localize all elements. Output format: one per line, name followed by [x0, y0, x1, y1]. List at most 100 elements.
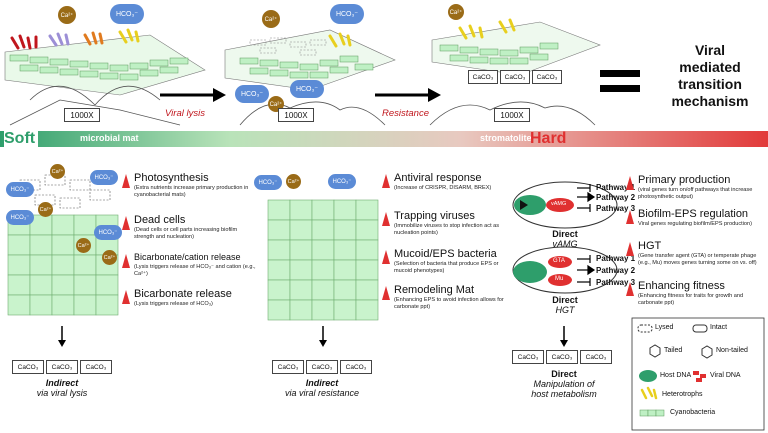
equals-sign: [600, 70, 640, 92]
item-title: Mucoid/EPS bacteria: [394, 248, 497, 260]
panel1-caption: Indirect via viral lysis: [2, 378, 122, 398]
non-tailed-legend-icon: [701, 345, 713, 359]
hco3-cloud-p1b: HCO₃⁻: [90, 170, 118, 185]
pathway-2-label: Pathway 2: [596, 266, 636, 275]
lysed-legend-icon: [637, 324, 653, 333]
item-title: Photosynthesis: [134, 172, 209, 184]
caption-bold: Direct: [551, 369, 577, 379]
item-title: Antiviral response: [394, 172, 482, 184]
caco3-top-2: CaCO₃: [500, 70, 530, 84]
item-title: Remodeling Mat: [394, 284, 475, 296]
hco3-cloud-4: HCO₃⁻: [290, 80, 324, 98]
intact-legend-icon: [692, 324, 708, 333]
ca-ion-p2a: Ca²⁺: [286, 174, 301, 189]
vamg-label: vAMG: [551, 201, 567, 207]
mechanism-title: Viral mediated transition mechanism: [660, 42, 760, 110]
increase-arrow-icon: [382, 174, 390, 188]
increase-arrow-icon: [626, 282, 634, 296]
item-title: Dead cells: [134, 214, 186, 226]
magnification-label-1: 1000X: [64, 108, 100, 122]
caco3-p2-3: CaCO₃: [340, 360, 372, 374]
hco3-cloud-p2a: HCO₃⁻: [254, 175, 282, 190]
caco3-p3-3: CaCO₃: [580, 350, 612, 364]
legend-viral-dna: Viral DNA: [710, 372, 741, 379]
hco3-cloud-1: HCO₃⁻: [110, 4, 144, 24]
panel1-mat: [7, 214, 119, 316]
hco3-cloud-p1c: HCO₃⁻: [6, 210, 34, 225]
item-title: Trapping viruses: [394, 210, 475, 222]
item-desc: (viral genes turn on/off pathways that i…: [638, 187, 753, 200]
hco3-cloud-2: HCO₃⁻: [330, 4, 364, 24]
pathway-3-label: Pathway 3: [596, 278, 636, 287]
soft-label: Soft: [4, 130, 39, 148]
item-desc: (Selection of bacteria that produce EPS …: [394, 261, 499, 274]
caption-sub: host metabolism: [531, 389, 597, 399]
hco3-cloud-p1a: HCO₃⁻: [6, 182, 34, 197]
hco3-cloud-3: HCO₃⁻: [235, 85, 269, 103]
mechanism-title-line: mediated: [679, 59, 741, 75]
caco3-top-3: CaCO₃: [532, 70, 562, 84]
ca-ion-1: Ca²⁺: [58, 6, 76, 24]
increase-arrow-icon: [382, 250, 390, 264]
arrow-label-viral-lysis: Viral lysis: [165, 108, 205, 119]
microbial-mat-label: microbial mat: [80, 133, 139, 143]
item-desc: (Enhancing EPS to avoid infection allows…: [394, 297, 504, 310]
stage3-mat: [429, 18, 601, 126]
panel3-caption: Direct Manipulation of host metabolism: [500, 369, 628, 399]
down-arrow-2: [319, 326, 327, 347]
item-desc: (Dead cells or cell parts increasing bio…: [134, 227, 238, 240]
caption-sub: via viral resistance: [284, 388, 360, 398]
item-title: Primary production: [638, 174, 731, 186]
increase-arrow-icon: [122, 174, 130, 188]
arrow-label-resistance: Resistance: [382, 108, 429, 119]
hco3-cloud-p1d: HCO₃⁻: [94, 225, 122, 240]
mu-label: Mu: [555, 276, 564, 282]
legend-host-dna: Host DNA: [660, 372, 692, 379]
ca-ion-4: Ca²⁺: [448, 4, 464, 20]
heterotrophs-legend-icon: [640, 386, 658, 400]
pathway-2-label: Pathway 2: [596, 193, 636, 202]
viral-dna-legend-icon: [693, 371, 706, 382]
pathway-markers: [577, 184, 596, 286]
pathway-1-label: Pathway 1: [596, 254, 636, 263]
legend-lysed: Lysed: [655, 324, 674, 331]
caco3-p1-3: CaCO₃: [80, 360, 112, 374]
item-desc: (Enhancing fitness for traits for growth…: [638, 293, 744, 306]
caco3-p3-2: CaCO₃: [546, 350, 578, 364]
arrow-resistance: [375, 88, 441, 102]
legend-tailed: Tailed: [664, 347, 683, 354]
item-desc: (Lysis triggers release of HCO₃): [134, 301, 213, 307]
item-desc: (Lysis triggers release of HCO₃⁻ and cat…: [134, 264, 256, 277]
ca-ion-2: Ca²⁺: [262, 10, 280, 28]
caco3-p2-2: CaCO₃: [306, 360, 338, 374]
soft-hard-gradient: [0, 131, 768, 147]
item-title: Bicarbonate/cation release: [134, 252, 241, 262]
caption-sub: HGT: [555, 305, 575, 315]
increase-arrow-icon: [122, 254, 130, 268]
ca-ion-p1b: Ca²⁺: [38, 202, 53, 217]
hard-label: Hard: [530, 130, 567, 147]
stage1-mat: [4, 28, 206, 126]
ca-ion-p1c: Ca²⁺: [76, 238, 91, 253]
item-desc: (Immobilize viruses to stop infection ac…: [394, 223, 500, 236]
down-arrow-1: [58, 326, 66, 347]
caco3-p1-2: CaCO₃: [46, 360, 78, 374]
caption-sub: via viral lysis: [36, 388, 88, 398]
panel2-caption: Indirect via viral resistance: [260, 378, 384, 398]
item-title: HGT: [638, 240, 662, 252]
down-arrow-3: [560, 326, 568, 347]
caption-sub: vAMG: [552, 239, 578, 249]
cyanobacteria-legend-icon: [639, 409, 665, 417]
panel2-mat: [267, 199, 379, 321]
caco3-p1-1: CaCO₃: [12, 360, 44, 374]
caption-bold: Direct: [552, 295, 578, 305]
legend-non-tailed: Non-tailed: [716, 347, 748, 354]
caption-sub: Manipulation of: [533, 379, 595, 389]
caco3-p2-1: CaCO₃: [272, 360, 304, 374]
magnification-label-3: 1000X: [494, 108, 530, 122]
item-title: Enhancing fitness: [638, 280, 725, 292]
mechanism-title-line: mechanism: [671, 93, 749, 109]
hgt-cell: [512, 246, 618, 294]
mechanism-title-line: Viral: [694, 42, 726, 58]
